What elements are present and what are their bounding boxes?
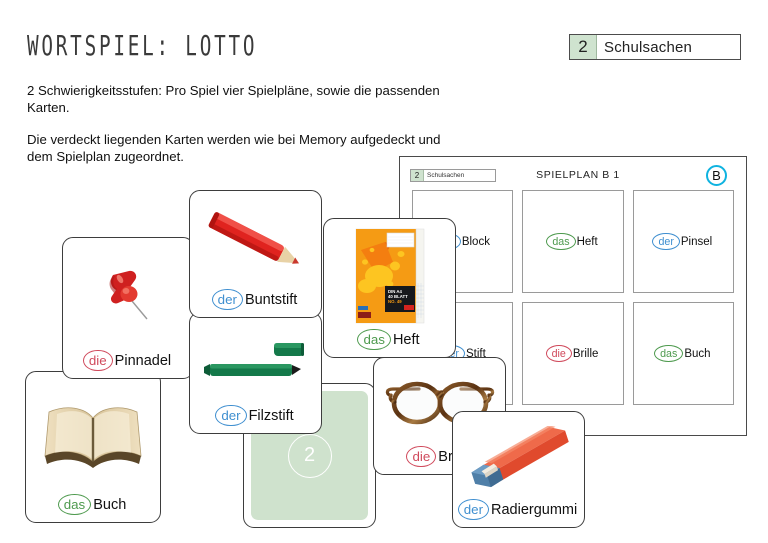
chapter-number: 2 <box>570 35 597 59</box>
article-bubble: die <box>82 349 113 372</box>
notebook-line-1: DIN A4 <box>388 289 403 294</box>
noun-text: Brille <box>572 347 599 360</box>
article-bubble: der <box>457 498 490 521</box>
noun-text: Buch <box>93 497 127 513</box>
noun-text: Heft <box>392 332 420 348</box>
article-bubble: das <box>357 328 391 351</box>
exercise-book-icon: DIN A4 40 BLATT NO. 49 <box>324 219 455 332</box>
intro-paragraph-2: Die verdeckt liegenden Karten werden wie… <box>27 132 441 164</box>
article-bubble: die <box>406 445 437 468</box>
board-chapter-badge: 2 Schulsachen <box>410 169 496 182</box>
noun-text: Stift <box>465 347 486 360</box>
open-book-icon <box>26 372 160 497</box>
board-chapter-label: Schulsachen <box>427 172 465 179</box>
noun-text: Pinnadel <box>114 353 172 369</box>
article-bubble: das <box>654 344 684 363</box>
board-title: SPIELPLAN B 1 <box>536 169 620 181</box>
intro-paragraph-1: 2 Schwierigkeitsstufen: Pro Spiel vier S… <box>27 83 440 115</box>
article-bubble: der <box>652 232 681 251</box>
glasses-icon <box>374 358 505 449</box>
card-back[interactable]: 2 <box>243 383 376 528</box>
noun-text: Radiergummi <box>491 502 578 518</box>
article-bubble: das <box>546 232 576 251</box>
colored-pencil-icon <box>190 191 321 292</box>
noun-text: Heft <box>576 235 598 248</box>
article-bubble: der <box>211 288 244 311</box>
board-letter-text: B <box>712 168 721 183</box>
board-letter-badge: B <box>706 165 727 186</box>
noun-text: Buntstift <box>244 292 298 308</box>
page-title: WORTSPIEL: LOTTO <box>27 30 258 62</box>
noun-text: Block <box>461 235 490 248</box>
felt-tip-pen-icon <box>190 313 321 408</box>
board-chapter-number: 2 <box>411 170 424 181</box>
eraser-icon <box>453 412 584 502</box>
noun-text: Filzstift <box>248 408 294 424</box>
article-bubble: das <box>57 493 91 516</box>
chapter-badge: 2 Schulsachen <box>569 34 741 60</box>
noun-text: Pinsel <box>680 235 713 248</box>
notebook-line-2: 40 BLATT <box>388 294 408 299</box>
noun-text: Buch <box>684 347 711 360</box>
chapter-label: Schulsachen <box>604 38 693 56</box>
card-back-number: 2 <box>287 433 332 478</box>
pushpin-icon <box>63 238 193 353</box>
article-bubble: der <box>215 404 247 427</box>
notebook-line-3: NO. 49 <box>388 299 402 304</box>
article-bubble: die <box>545 344 573 363</box>
